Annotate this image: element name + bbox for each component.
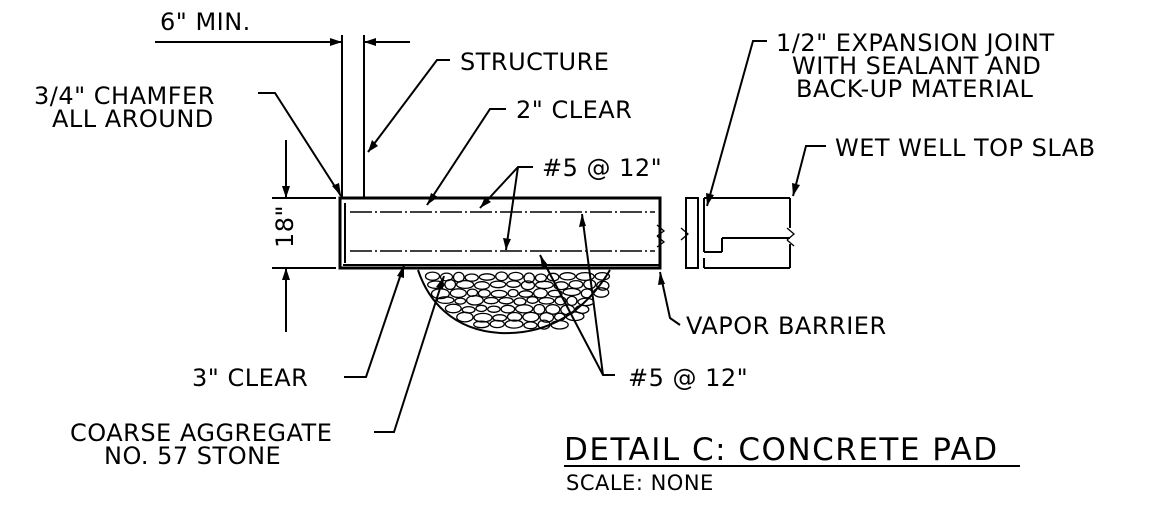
aggregate-stone [562,287,581,297]
structure-leader [367,59,450,153]
chamfer-leader [258,92,342,197]
aggregate-stone [465,294,484,306]
wet-well-label: WET WELL TOP SLAB [835,134,1096,162]
aggregate-stone [507,288,519,298]
aggregate-stone [592,287,610,298]
top-rebar-label: #5 @ 12" [542,154,662,182]
aggregate-stone [489,280,507,289]
three-inch-clear-leader [344,264,405,378]
aggregate-stone [473,312,493,323]
aggregate-stone [545,303,561,315]
aggregate-stone [500,304,516,314]
aggregate-stone [490,289,508,299]
aggregate-stone [489,319,505,329]
detail-scale: SCALE: NONE [566,471,714,495]
thickness-label: 18" [271,205,299,248]
aggregate-stone [538,296,555,305]
aggregate-stone [583,279,597,290]
six-inch-min-label: 6" MIN. [160,8,251,36]
aggregate-stone [533,303,546,315]
aggregate-stone [475,304,488,313]
aggregate-stone [520,280,536,291]
two-inch-clear-label: 2" CLEAR [516,96,632,124]
vapor-barrier-leader [658,271,681,326]
aggregate-stone [575,271,595,282]
aggregate-stone [534,280,554,290]
aggregate-stone [537,319,551,330]
aggregate-stone [444,303,462,314]
aggregate-stone [424,271,441,281]
wet-well-leader [792,145,826,197]
aggregate-stone [565,311,585,322]
aggregate-stone [498,296,514,305]
aggregate-stone [554,296,567,306]
aggregate-stone [533,287,548,299]
aggregate-stone [449,288,467,299]
aggregate-stone [507,271,524,282]
detail-title: DETAIL C: CONCRETE PAD [564,432,999,468]
thickness-dimension [272,140,336,332]
aggregate-stone [456,311,474,323]
aggregate-stone [559,272,576,281]
aggregate-stone [427,280,445,290]
chamfer-label-line2: ALL AROUND [52,105,214,133]
aggregate-stone [539,311,555,323]
aggregate-stone [464,273,479,282]
six-inch-min-dimension [155,38,410,46]
coarse-aggregate-mound [417,269,611,335]
aggregate-stone [568,279,584,290]
slab-break-line [656,224,666,248]
expansion-joint-break-line [680,227,689,241]
aggregate-stone [478,273,496,281]
wet-well-top-slab [685,197,795,269]
coarse-aggregate-leader [374,275,445,433]
three-inch-clear-label: 3" CLEAR [192,364,308,392]
aggregate-stone [550,319,569,330]
aggregate-stone [487,305,501,313]
aggregate-stone [534,273,548,283]
aggregate-stone [566,295,578,307]
expansion-joint-label-line1: 1/2" EXPANSION JOINT [776,29,1055,57]
aggregate-stone [473,281,491,290]
aggregate-stone [547,289,563,298]
chamfer-label-line1: 3/4" CHAMFER [34,82,215,110]
aggregate-stone [523,272,536,284]
detail-title-block: DETAIL C: CONCRETE PAD SCALE: NONE [564,432,1020,495]
aggregate-stone [580,288,594,299]
expansion-joint-label-line3: BACK-UP MATERIAL [796,75,1034,103]
expansion-joint-label-line2: WITH SEALANT AND [792,52,1041,80]
aggregate-stone [506,311,523,322]
coarse-aggregate-label-line1: COARSE AGGREGATE [70,419,332,447]
aggregate-stone [495,271,509,282]
aggregate-stone [455,279,475,290]
aggregate-stone [514,304,534,314]
top-rebar-leader [479,166,533,251]
aggregate-stone [454,297,467,305]
aggregate-stone [504,319,524,329]
aggregate-stone [526,296,539,304]
aggregate-stone [560,304,576,316]
aggregate-stone [594,271,611,281]
structure-wall [341,35,365,198]
aggregate-stone [553,281,569,291]
aggregate-stone [483,296,499,305]
aggregate-stone [473,320,490,329]
aggregate-stone [518,290,534,298]
concrete-pad-slab [338,196,662,270]
aggregate-stone [477,288,491,298]
aggregate-stone [506,280,521,288]
aggregate-stone [596,280,610,291]
vapor-barrier-label: VAPOR BARRIER [686,312,887,340]
structure-label: STRUCTURE [460,48,609,76]
bottom-rebar-label: #5 @ 12" [628,364,748,392]
aggregate-stone [444,278,457,291]
coarse-aggregate-label-line2: NO. 57 STONE [104,442,281,470]
aggregate-stone [523,321,538,330]
bottom-rebar-leader [539,213,615,376]
expansion-joint-leader [706,40,767,207]
two-inch-clear-leader [426,108,506,206]
aggregate-stone [522,311,540,323]
